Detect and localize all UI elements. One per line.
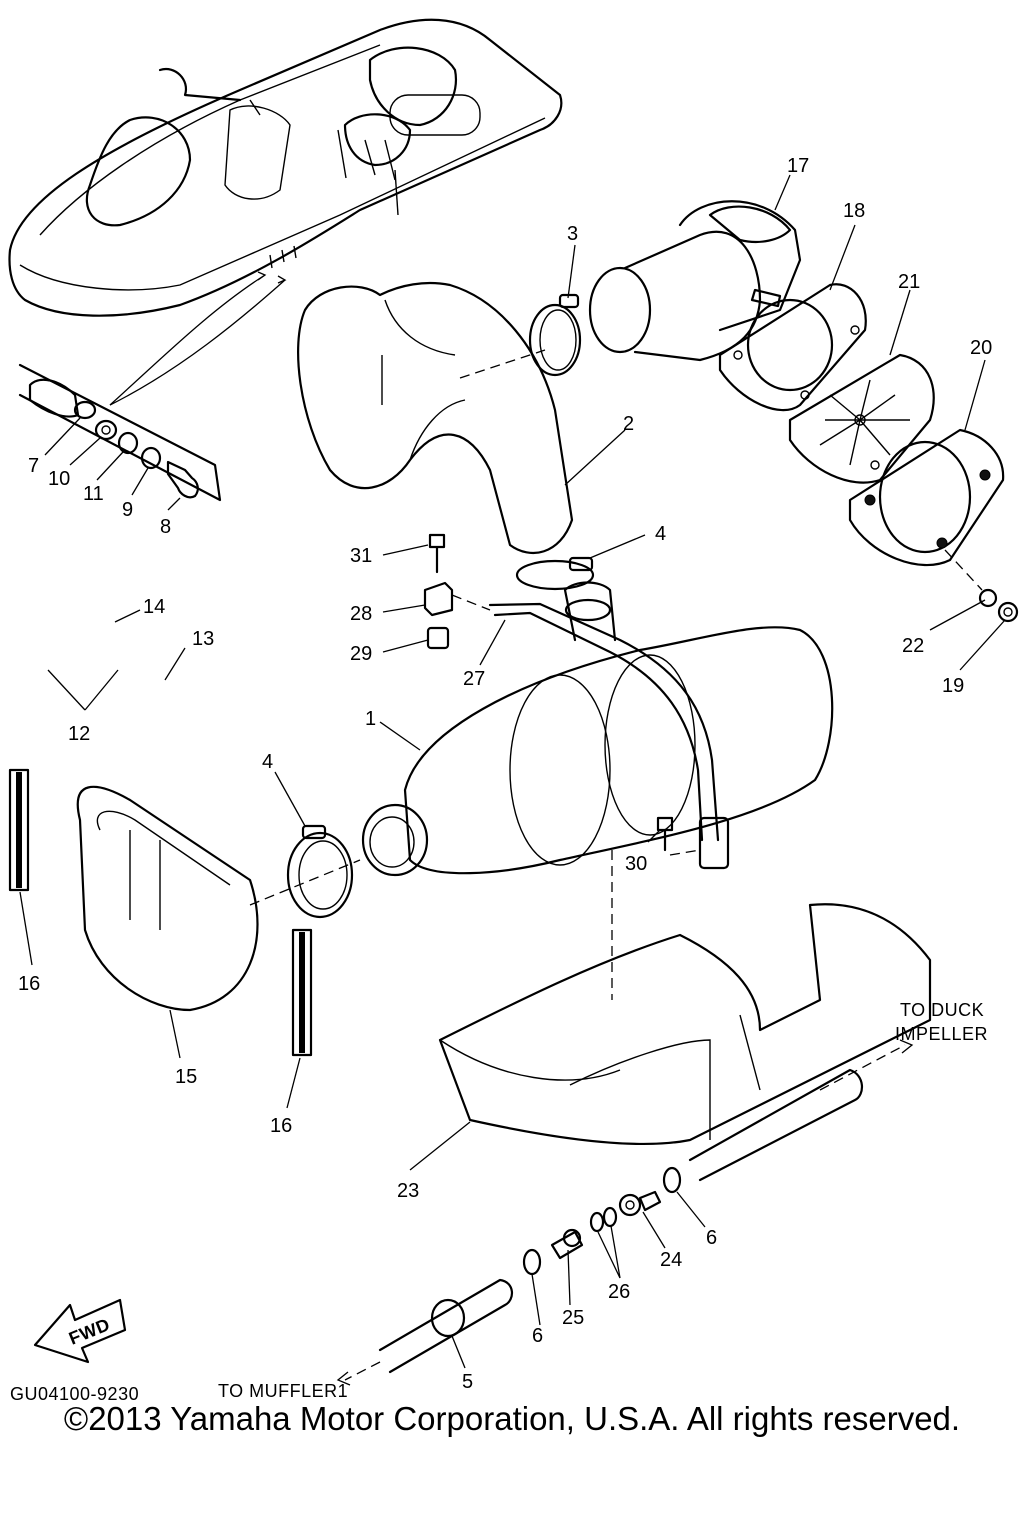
part-label-22: 22 bbox=[902, 635, 924, 657]
nut-19 bbox=[997, 601, 1019, 623]
part-label-13: 13 bbox=[192, 628, 214, 650]
seal-strip-16-left bbox=[8, 768, 30, 892]
part-label-26: 26 bbox=[608, 1281, 630, 1303]
part-label-21: 21 bbox=[898, 271, 920, 293]
part-label-20: 20 bbox=[970, 337, 992, 359]
part-label-8: 8 bbox=[160, 516, 171, 538]
part-label-16-left: 16 bbox=[18, 973, 40, 995]
flange-20 bbox=[848, 428, 1005, 567]
part-label-17: 17 bbox=[787, 155, 809, 177]
part-label-24: 24 bbox=[660, 1249, 682, 1271]
part-label-14: 14 bbox=[143, 596, 165, 618]
part-label-11: 11 bbox=[83, 483, 104, 505]
part-label-1: 1 bbox=[365, 708, 376, 730]
muffler-strap-27 bbox=[451, 594, 730, 870]
muffler-cradle-23 bbox=[438, 903, 932, 1146]
part-label-10: 10 bbox=[48, 468, 70, 490]
hull-fitting-group bbox=[18, 271, 287, 502]
part-label-31: 31 bbox=[350, 545, 372, 567]
bolt-22 bbox=[944, 549, 998, 608]
to-duck-label-line2: IMPELLER bbox=[895, 1024, 988, 1044]
part-label-4-lower: 4 bbox=[262, 751, 273, 773]
fwd-arrow-icon: FWD bbox=[33, 1298, 127, 1364]
rubber-joint-15 bbox=[76, 785, 259, 1012]
part-label-6-right: 6 bbox=[706, 1227, 717, 1249]
part-label-30: 30 bbox=[625, 853, 647, 875]
fitting-24 bbox=[618, 1190, 662, 1217]
part-label-12: 12 bbox=[68, 723, 90, 745]
part-label-16-right: 16 bbox=[270, 1115, 292, 1137]
exhaust-pipe-2 bbox=[297, 281, 574, 554]
gasket-18 bbox=[718, 283, 867, 412]
leader-lines bbox=[19, 174, 1006, 1369]
fitting-25 bbox=[550, 1228, 584, 1260]
bracket-28 bbox=[423, 581, 454, 617]
part-label-27: 27 bbox=[463, 668, 485, 690]
part-label-19: 19 bbox=[942, 675, 964, 697]
part-label-25: 25 bbox=[562, 1307, 584, 1329]
part-label-28: 28 bbox=[350, 603, 372, 625]
fwd-label: FWD bbox=[66, 1314, 113, 1348]
washers-26 bbox=[589, 1206, 618, 1233]
clamp-6-right bbox=[662, 1166, 682, 1194]
screw-31 bbox=[428, 533, 446, 574]
seal-strip-16-right bbox=[291, 928, 313, 1057]
part-label-7: 7 bbox=[28, 455, 39, 477]
part-label-3: 3 bbox=[567, 223, 578, 245]
hose-clamp-4-lower bbox=[249, 824, 361, 919]
part-label-5: 5 bbox=[462, 1371, 473, 1393]
watercraft-illustration bbox=[8, 18, 563, 317]
copyright-notice: ©2013 Yamaha Motor Corporation, U.S.A. A… bbox=[63, 1400, 961, 1437]
exhaust-outlet-17 bbox=[588, 200, 802, 362]
to-muffler-label: TO MUFFLER1 bbox=[218, 1381, 348, 1401]
clamp-6-left bbox=[522, 1248, 542, 1276]
cushion-29 bbox=[426, 626, 450, 650]
part-label-9: 9 bbox=[122, 499, 133, 521]
part-label-29: 29 bbox=[350, 643, 372, 665]
part-label-4-upper: 4 bbox=[655, 523, 666, 545]
part-label-2: 2 bbox=[623, 413, 634, 435]
hose-clamp-4-upper bbox=[515, 556, 595, 591]
part-label-15: 15 bbox=[175, 1066, 197, 1088]
part-label-23: 23 bbox=[397, 1180, 419, 1202]
to-duck-label-line1: TO DUCK bbox=[900, 1000, 984, 1020]
part-label-6-left: 6 bbox=[532, 1325, 543, 1347]
valve-21 bbox=[788, 353, 935, 484]
diagram-code: GU04100-9230 bbox=[10, 1384, 139, 1404]
part-label-18: 18 bbox=[843, 200, 865, 222]
muffler-1 bbox=[361, 581, 834, 1000]
bolt-30 bbox=[656, 816, 701, 856]
hose-to-muffler bbox=[336, 1278, 513, 1386]
hose-to-duck bbox=[688, 1039, 914, 1182]
